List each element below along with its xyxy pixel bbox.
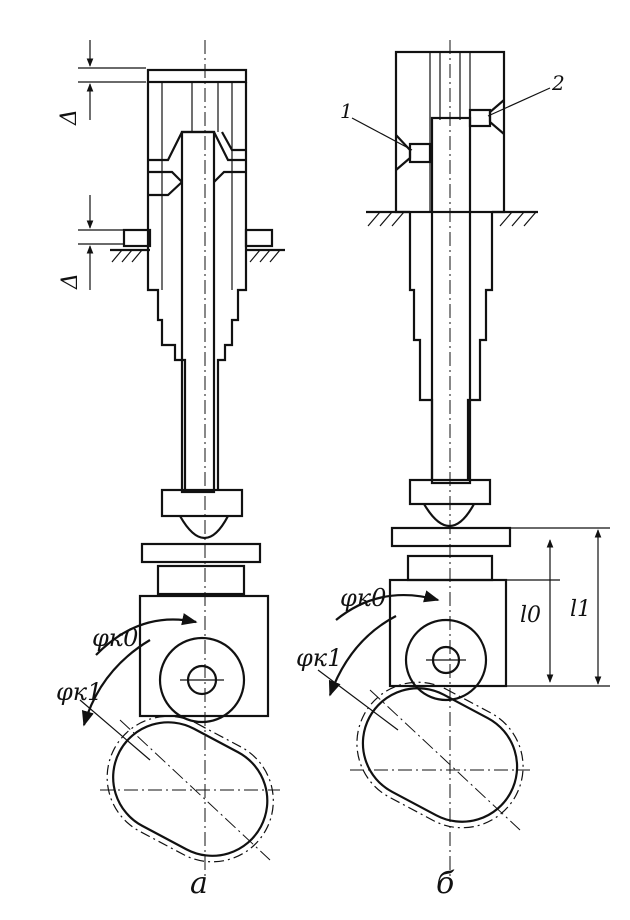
follower-body-a xyxy=(138,594,270,718)
arc-phi-k0-b xyxy=(335,590,440,621)
rod-b xyxy=(430,116,472,485)
housing-top-a xyxy=(146,68,248,84)
phi-k0-label-a: φк0 xyxy=(92,624,138,652)
housing-left-a xyxy=(146,82,187,490)
cam-a xyxy=(106,715,274,863)
plate-a xyxy=(140,542,262,564)
phi-k1-label-a: φк1 xyxy=(56,678,102,706)
cone-1-b xyxy=(395,134,412,171)
housing-right-a xyxy=(216,82,248,490)
arc-phi-k1-b xyxy=(328,615,397,697)
ground-hatch-a xyxy=(111,249,281,263)
arc-phi-k1-a xyxy=(81,639,151,727)
callout-1-label: 1 xyxy=(340,99,353,123)
arc-phi-k0-a xyxy=(95,613,198,656)
roller-b xyxy=(404,618,488,702)
cam-b xyxy=(356,681,524,829)
flange-left-a xyxy=(122,228,152,248)
phi-k0-label-b: φк0 xyxy=(340,584,386,612)
view-b-label: б xyxy=(436,866,455,901)
housing-b xyxy=(394,50,506,214)
phi-k1-label-b: φк1 xyxy=(296,644,342,672)
plate-b xyxy=(390,526,512,548)
sphere-joint-b xyxy=(423,503,475,528)
cone-2-b xyxy=(488,99,505,135)
view-a: Δ Δ φк0 φк1 а xyxy=(56,40,285,901)
rod-a xyxy=(180,130,216,494)
upper-cone-a xyxy=(148,130,246,162)
sphere-joint-a xyxy=(179,515,229,540)
rod-tip-a xyxy=(160,488,244,518)
follower-body-b xyxy=(388,578,508,688)
view-a-label: а xyxy=(190,866,208,901)
ground-hatch-b xyxy=(367,211,537,227)
view-b: 1 2 φк0 φк1 l0 l1 б xyxy=(296,40,610,901)
delta-bottom-label: Δ xyxy=(58,273,83,290)
rod-tip-b xyxy=(408,478,492,506)
dim-l0-label: l0 xyxy=(520,603,541,628)
delta-top-label: Δ xyxy=(57,109,82,126)
roller-a xyxy=(158,636,246,724)
pusher-a xyxy=(156,564,246,596)
dim-l1-label: l1 xyxy=(570,597,591,622)
callout-2-label: 2 xyxy=(551,71,565,95)
flange-right-a xyxy=(244,228,274,248)
